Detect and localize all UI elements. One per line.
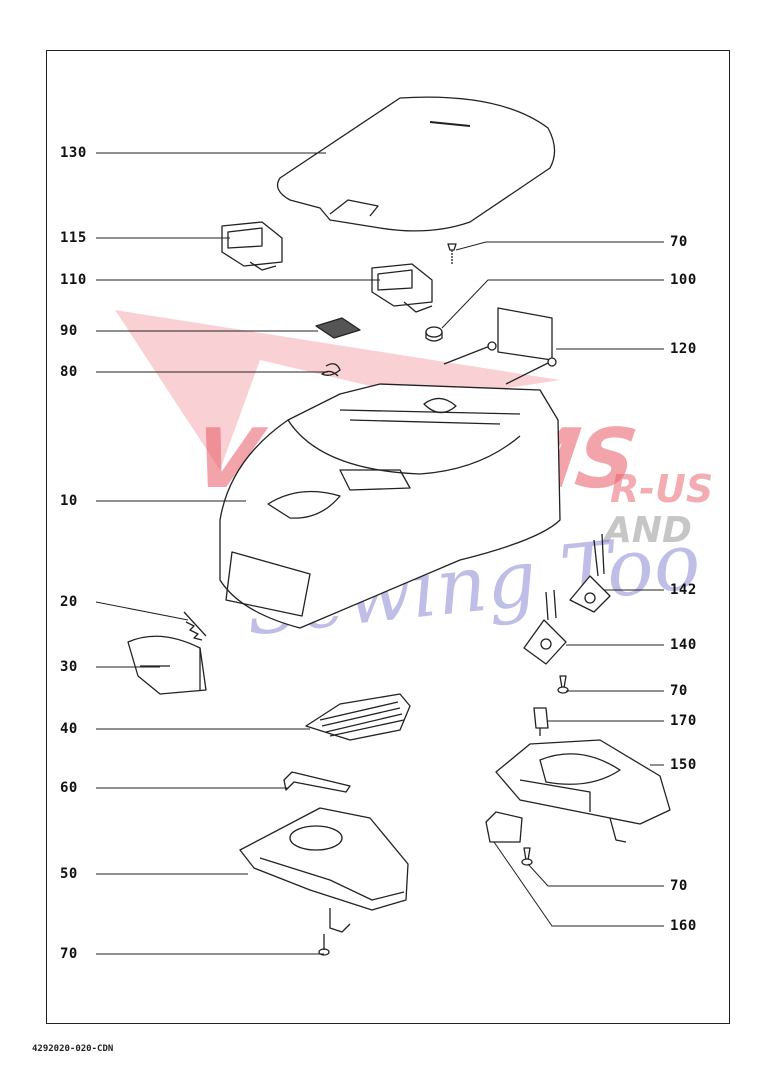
callout-70-right: 70 (670, 878, 688, 894)
drawing-code: 4292020-020-CDN (32, 1044, 114, 1054)
callout-100-right: 100 (670, 272, 697, 288)
callout-70-right: 70 (670, 234, 688, 250)
callout-160-right: 160 (670, 918, 697, 934)
part-20-spring (183, 611, 207, 641)
callout-20-left: 20 (60, 594, 78, 610)
callout-80-left: 80 (60, 364, 78, 380)
leader-lines (95, 152, 664, 955)
callout-110-left: 110 (60, 272, 87, 288)
callout-170-right: 170 (670, 713, 697, 729)
part-60-hex-key (283, 771, 351, 793)
part-160-bracket (485, 811, 523, 843)
callout-142-right: 142 (670, 582, 697, 598)
part-170-connector (533, 707, 549, 736)
part-110-switch (371, 263, 433, 313)
watermark-swoosh (115, 310, 560, 470)
callout-50-left: 50 (60, 866, 78, 882)
part-10-housing (219, 383, 561, 629)
part-130-top-cover (276, 96, 556, 232)
part-70-screw-top (447, 243, 457, 264)
callout-140-right: 140 (670, 637, 697, 653)
part-120-bracket (443, 307, 557, 385)
callout-130-left: 130 (60, 145, 87, 161)
callout-70-left: 70 (60, 946, 78, 962)
part-142-lamp-socket (569, 533, 611, 613)
part-30-latch (127, 635, 207, 695)
callout-10-left: 10 (60, 493, 78, 509)
callout-40-left: 40 (60, 721, 78, 737)
part-90-clip (315, 317, 361, 339)
watermark-r-us: R-US (610, 467, 714, 511)
part-50-base (239, 807, 409, 933)
callout-115-left: 115 (60, 230, 87, 246)
part-80-spring (321, 363, 341, 377)
part-100-bushing (425, 326, 443, 342)
callout-60-left: 60 (60, 780, 78, 796)
part-115-switch (221, 221, 283, 271)
callout-70-right: 70 (670, 683, 688, 699)
part-70-screw-bottom (318, 934, 330, 956)
part-140-lamp (523, 589, 567, 665)
part-70-screw-right (557, 675, 569, 694)
callout-150-right: 150 (670, 757, 697, 773)
watermark-and: AND (604, 510, 692, 551)
callout-30-left: 30 (60, 659, 78, 675)
diagram-frame (46, 50, 730, 1024)
callout-120-right: 120 (670, 341, 697, 357)
part-40-grille (305, 693, 411, 741)
part-70-screw-right-lower (521, 847, 533, 866)
callout-90-left: 90 (60, 323, 78, 339)
part-150-plate (495, 739, 671, 843)
